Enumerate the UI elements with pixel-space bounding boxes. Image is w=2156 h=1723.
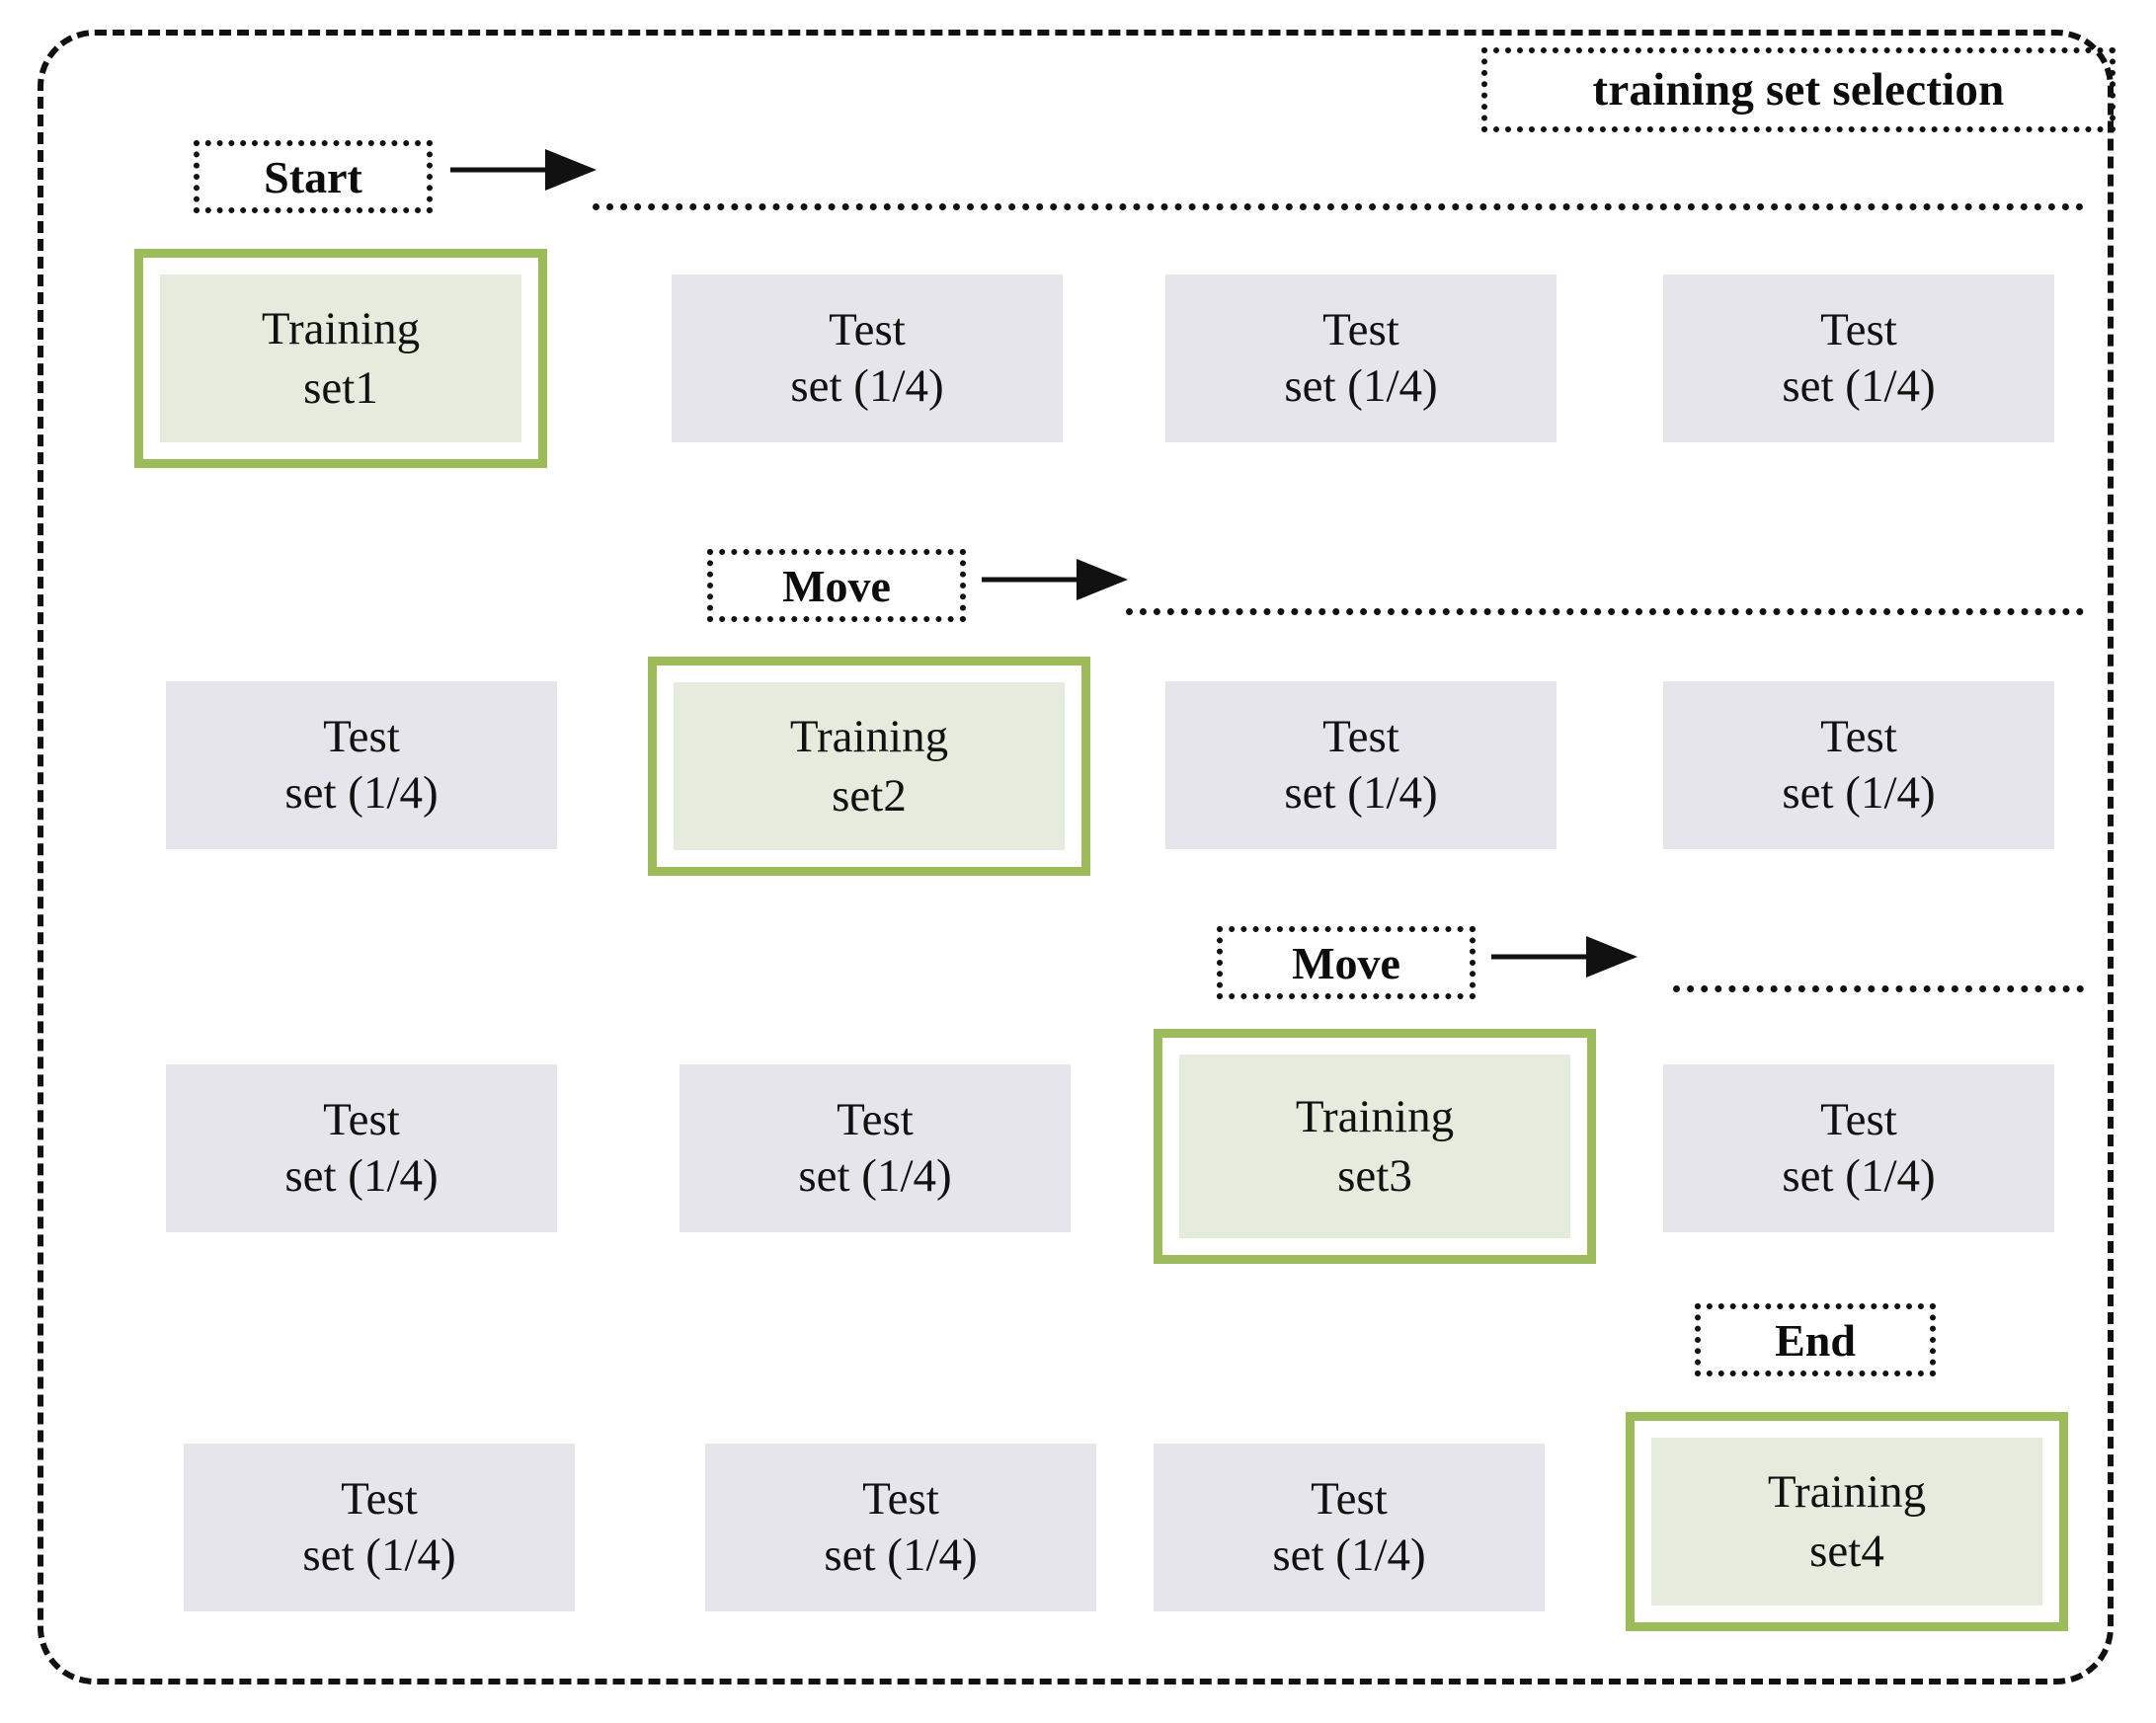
cell-line-2: set (1/4) [1272, 1529, 1426, 1581]
guide-rule-row-2 [1126, 608, 2084, 615]
step-label-move-1: Move [782, 560, 891, 611]
step-chip-end: End [1695, 1303, 1936, 1376]
step-chip-move-1: Move [707, 549, 966, 622]
cell-line-1: Training [1295, 1090, 1455, 1142]
cell-row2-col3-test[interactable]: Test set (1/4) [1165, 681, 1557, 849]
step-label-move-2: Move [1292, 937, 1400, 988]
cell-row2-col4-test[interactable]: Test set (1/4) [1663, 681, 2054, 849]
step-label-end: End [1775, 1314, 1856, 1366]
cell-inner: Training set1 [160, 274, 521, 442]
cell-line-2: set (1/4) [1284, 767, 1438, 819]
cell-line-2: set (1/4) [790, 360, 944, 412]
cell-row1-col3-test[interactable]: Test set (1/4) [1165, 274, 1557, 442]
cell-line-2: set (1/4) [1782, 1150, 1936, 1202]
cell-line-1: Training [261, 302, 421, 354]
cell-line-1: Test [1820, 303, 1897, 355]
cell-row4-col1-test[interactable]: Test set (1/4) [184, 1444, 575, 1611]
step-label-start: Start [264, 151, 362, 202]
cell-inner: Training set3 [1179, 1055, 1570, 1238]
guide-rule-row-3 [1673, 985, 2084, 992]
cell-line-2: set4 [1809, 1526, 1884, 1577]
cell-line-2: set2 [832, 770, 907, 822]
cell-line-2: set (1/4) [284, 767, 439, 819]
cell-row4-col4-training[interactable]: Training set4 [1626, 1412, 2068, 1631]
cell-line-1: Test [1820, 1093, 1897, 1145]
cell-line-1: Test [862, 1472, 939, 1525]
cell-line-1: Test [341, 1472, 418, 1525]
cell-row1-col2-test[interactable]: Test set (1/4) [672, 274, 1063, 442]
cell-row4-col3-test[interactable]: Test set (1/4) [1154, 1444, 1545, 1611]
cell-row4-col2-test[interactable]: Test set (1/4) [705, 1444, 1096, 1611]
guide-rule-row-1 [593, 203, 2084, 210]
cell-line-1: Test [1322, 710, 1399, 762]
cell-line-2: set (1/4) [1284, 360, 1438, 412]
cell-line-1: Test [1820, 710, 1897, 762]
cell-row3-col1-test[interactable]: Test set (1/4) [166, 1064, 557, 1232]
cell-line-2: set (1/4) [1782, 360, 1936, 412]
cell-line-2: set (1/4) [824, 1529, 978, 1581]
cell-line-2: set (1/4) [1782, 767, 1936, 819]
cell-line-2: set (1/4) [302, 1529, 456, 1581]
step-chip-start: Start [194, 140, 433, 213]
cell-line-1: Test [1322, 303, 1399, 355]
cell-row1-col4-test[interactable]: Test set (1/4) [1663, 274, 2054, 442]
cell-row3-col3-training[interactable]: Training set3 [1154, 1029, 1596, 1264]
cell-line-2: set3 [1337, 1150, 1412, 1202]
cell-line-2: set (1/4) [798, 1150, 952, 1202]
diagram-outer-frame [38, 30, 2114, 1684]
cell-row3-col2-test[interactable]: Test set (1/4) [679, 1064, 1071, 1232]
cell-line-1: Test [837, 1093, 914, 1145]
cell-row2-col1-test[interactable]: Test set (1/4) [166, 681, 557, 849]
arrow-move-2-icon [1491, 936, 1637, 978]
cell-line-1: Training [1767, 1465, 1927, 1518]
cell-line-1: Test [323, 710, 400, 762]
cell-line-2: set (1/4) [284, 1150, 439, 1202]
cell-inner: Training set2 [674, 682, 1065, 850]
arrow-start-icon [450, 149, 597, 191]
cell-line-1: Training [789, 710, 949, 762]
diagram-title-chip: training set selection [1481, 47, 2116, 132]
cell-line-1: Test [829, 303, 906, 355]
cell-row3-col4-test[interactable]: Test set (1/4) [1663, 1064, 2054, 1232]
arrow-move-1-icon [982, 559, 1128, 600]
step-chip-move-2: Move [1217, 926, 1476, 999]
cell-row1-col1-training[interactable]: Training set1 [134, 249, 547, 468]
cell-line-1: Test [323, 1093, 400, 1145]
cell-row2-col2-training[interactable]: Training set2 [648, 657, 1090, 876]
cell-line-2: set1 [303, 362, 378, 414]
cell-inner: Training set4 [1651, 1438, 2042, 1606]
page-title: training set selection [1592, 64, 2005, 116]
cell-line-1: Test [1311, 1472, 1388, 1525]
